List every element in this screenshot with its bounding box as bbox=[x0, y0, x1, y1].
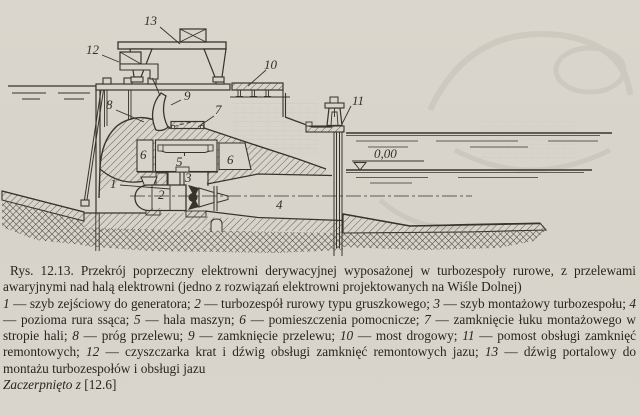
upstream-riverbed bbox=[1, 190, 85, 245]
foundation bbox=[84, 208, 344, 253]
roof-hatch-plug bbox=[170, 120, 205, 130]
callout-12: 12 bbox=[86, 42, 100, 57]
callout-4: 4 bbox=[276, 197, 283, 212]
figure-legend: 1 — szyb zejściowy do generatora; 2 — tu… bbox=[3, 295, 636, 376]
callout-6-left: 6 bbox=[140, 147, 147, 162]
tailwater-levels bbox=[346, 132, 612, 184]
downstream-riverbed bbox=[342, 213, 548, 250]
cross-section-diagram: 13 12 10 11 9 8 7 6 5 6 3 2 1 4 0,00 bbox=[1, 13, 633, 256]
callout-3: 3 bbox=[184, 170, 192, 185]
flap-gate bbox=[151, 77, 198, 132]
callout-2: 2 bbox=[158, 187, 165, 202]
callout-1: 1 bbox=[110, 176, 117, 191]
figure-caption: Rys. 12.13. Przekrój poprzeczny elektrow… bbox=[0, 262, 640, 393]
maintenance-gate-slots bbox=[333, 132, 343, 256]
trash-rack bbox=[80, 89, 104, 207]
callout-10: 10 bbox=[264, 57, 278, 72]
callout-6-right: 6 bbox=[227, 152, 234, 167]
callout-5: 5 bbox=[176, 154, 183, 169]
callout-11: 11 bbox=[352, 93, 364, 108]
machine-hall bbox=[136, 139, 252, 173]
bleed-through-ghost bbox=[232, 31, 633, 230]
water-level-label: 0,00 bbox=[374, 146, 397, 161]
callout-leaders bbox=[101, 26, 352, 190]
gantry-crane bbox=[117, 28, 227, 83]
caption-source-ref: [12.6] bbox=[84, 377, 117, 393]
callout-9: 9 bbox=[184, 88, 191, 103]
caption-title: Rys. 12.13. Przekrój poprzeczny elektrow… bbox=[3, 263, 636, 295]
callout-labels: 13 12 10 11 9 8 7 6 5 6 3 2 1 4 0,00 bbox=[86, 13, 397, 212]
callout-8: 8 bbox=[106, 97, 113, 112]
gate-service-platform bbox=[305, 96, 345, 133]
callout-13: 13 bbox=[144, 13, 158, 28]
caption-source: Zaczerpnięto z [12.6] bbox=[3, 377, 636, 393]
rack-cleaning-machine bbox=[119, 51, 159, 80]
callout-7: 7 bbox=[215, 102, 222, 117]
headwater-level bbox=[8, 85, 96, 100]
figure-12-13: 13 12 10 11 9 8 7 6 5 6 3 2 1 4 0,00 bbox=[1, 13, 633, 256]
caption-source-text: Zaczerpnięto z bbox=[3, 377, 81, 393]
